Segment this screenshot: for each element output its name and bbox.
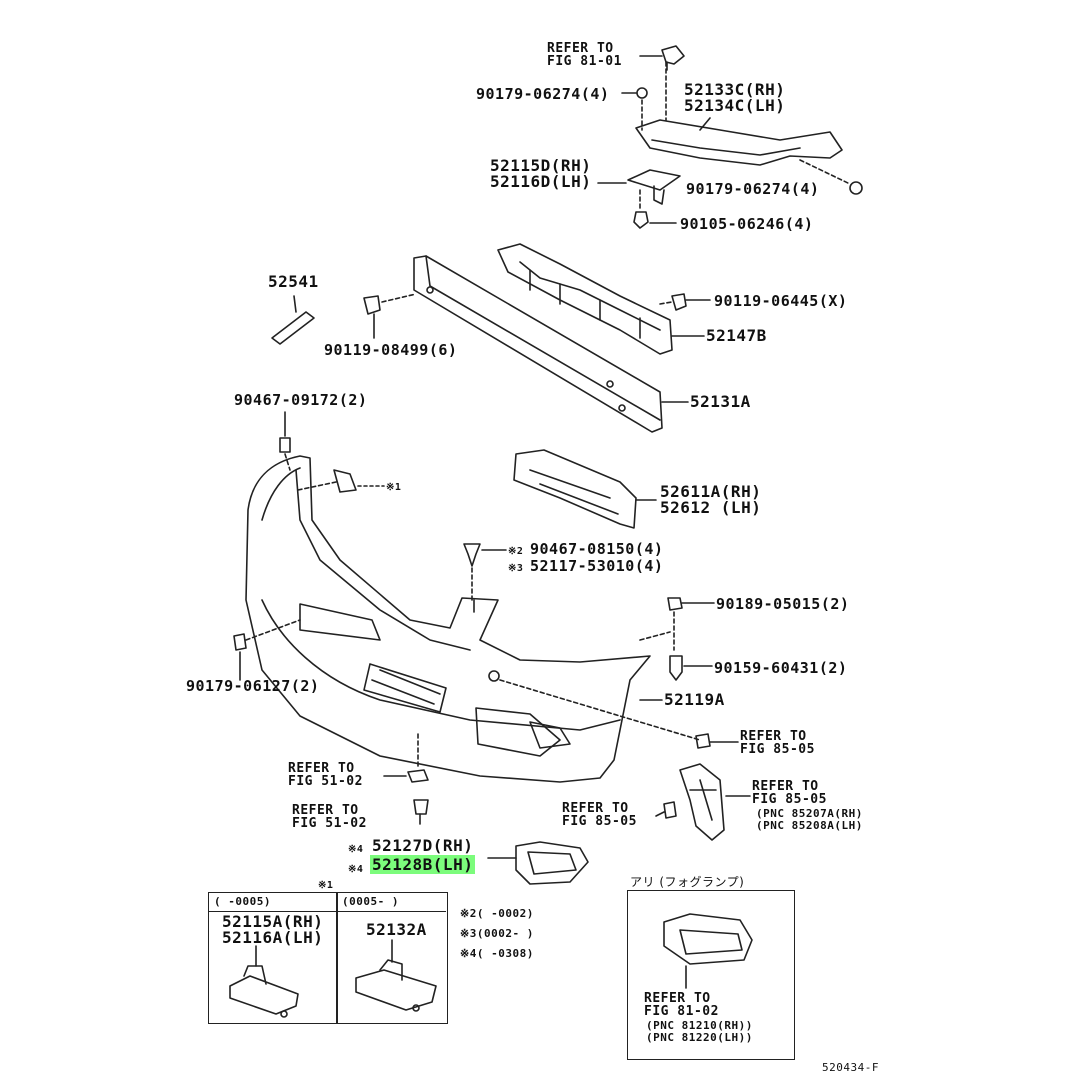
mark-4a: ※4 <box>348 844 364 855</box>
pnc-85207A: (PNC 85207A(RH)(PNC 85208A(LH) <box>756 807 863 832</box>
mark-4b: ※4 <box>348 864 364 875</box>
part-52541: 52541 <box>268 272 319 291</box>
bolt-90105 <box>633 189 677 229</box>
mark-2: ※2 <box>508 546 524 557</box>
nut-90179-06127 <box>233 619 301 681</box>
part-52128B-highlighted: 52128B(LH) <box>370 855 476 874</box>
bolt-90119-06445 <box>659 293 711 311</box>
part-52115D: 52115D(RH)52116D(LH) <box>490 156 592 191</box>
mark-3: ※3 <box>508 563 524 574</box>
part-90119-06445: 90119-06445(X) <box>714 292 848 310</box>
box-col1-header: ( -0005) <box>214 895 271 908</box>
pnc-81210: (PNC 81210(RH))(PNC 81220(LH)) <box>646 1019 753 1044</box>
part-52611A: 52611A(RH)52612 (LH) <box>660 482 762 517</box>
bumper-retainer-52611A <box>513 449 657 529</box>
part-90467-09172: 90467-09172(2) <box>234 391 368 409</box>
part-52147B: 52147B <box>706 326 767 345</box>
clip-90467-08150 <box>463 543 507 601</box>
part-90467-08150: 90467-08150(4) <box>530 540 664 558</box>
strip-52541 <box>271 295 315 345</box>
bolt-90119-08499 <box>363 293 417 339</box>
nut-90179-right <box>799 159 863 195</box>
mark-1-box: ※1 <box>318 880 334 891</box>
part-90189-05015: 90189-05015(2) <box>716 595 850 613</box>
part-52131A: 52131A <box>690 392 751 411</box>
retainer-52115D <box>597 169 681 205</box>
part-90159-60431: 90159-60431(2) <box>714 659 848 677</box>
option-box-header-line <box>208 911 446 912</box>
part-52133C: 52133C(RH)52134C(LH) <box>684 80 786 115</box>
part-90179-06274-top: 90179-06274(4) <box>476 85 610 103</box>
note-3: ※3(0002- ) <box>460 927 534 940</box>
bumper-reinforcement-52131A <box>413 255 689 433</box>
clip-90467-09172 <box>279 411 291 471</box>
part-52127D: 52127D(RH) <box>372 836 474 855</box>
part-90179-06127: 90179-06127(2) <box>186 677 320 695</box>
option-box-left <box>208 892 338 1024</box>
part-90179-06274-right: 90179-06274(4) <box>686 180 820 198</box>
bumper-cover-52119A <box>245 455 701 783</box>
fog-lamp-drawing <box>663 913 753 989</box>
top-clip-part <box>639 45 685 71</box>
bolt-90159 <box>669 655 713 681</box>
retainer-52132A-drawing <box>355 939 437 1012</box>
part-90105-06246: 90105-06246(4) <box>680 215 814 233</box>
side-bracket-lower <box>655 733 751 841</box>
note-4: ※4( -0308) <box>460 947 534 960</box>
part-52132A: 52132A <box>366 920 427 939</box>
option-box-right <box>336 892 448 1024</box>
fog-lamp-box <box>627 890 795 1060</box>
nut-90189 <box>667 597 715 651</box>
nut-90179-top <box>621 87 648 131</box>
box-col2-header: (0005- ) <box>342 895 399 908</box>
energy-absorber-52147B <box>497 243 705 355</box>
fog-lamp-cover-52127D <box>487 841 589 885</box>
retainer-52115A-drawing <box>229 945 299 1018</box>
fog-lamp-box-title: アリ (フォグランプ) <box>630 875 745 889</box>
clip-51-02-lower <box>413 799 429 825</box>
figure-code: 520434-F <box>822 1061 879 1074</box>
note-2: ※2( -0002) <box>460 907 534 920</box>
part-52119A: 52119A <box>664 690 725 709</box>
part-52115A: 52115A(RH)52116A(LH) <box>222 912 324 947</box>
clip-51-02-upper <box>383 733 429 783</box>
mark-1: ※1 <box>386 482 402 493</box>
part-90119-08499: 90119-08499(6) <box>324 341 458 359</box>
bumper-support-bracket <box>635 61 843 166</box>
part-52117-53010: 52117-53010(4) <box>530 557 664 575</box>
